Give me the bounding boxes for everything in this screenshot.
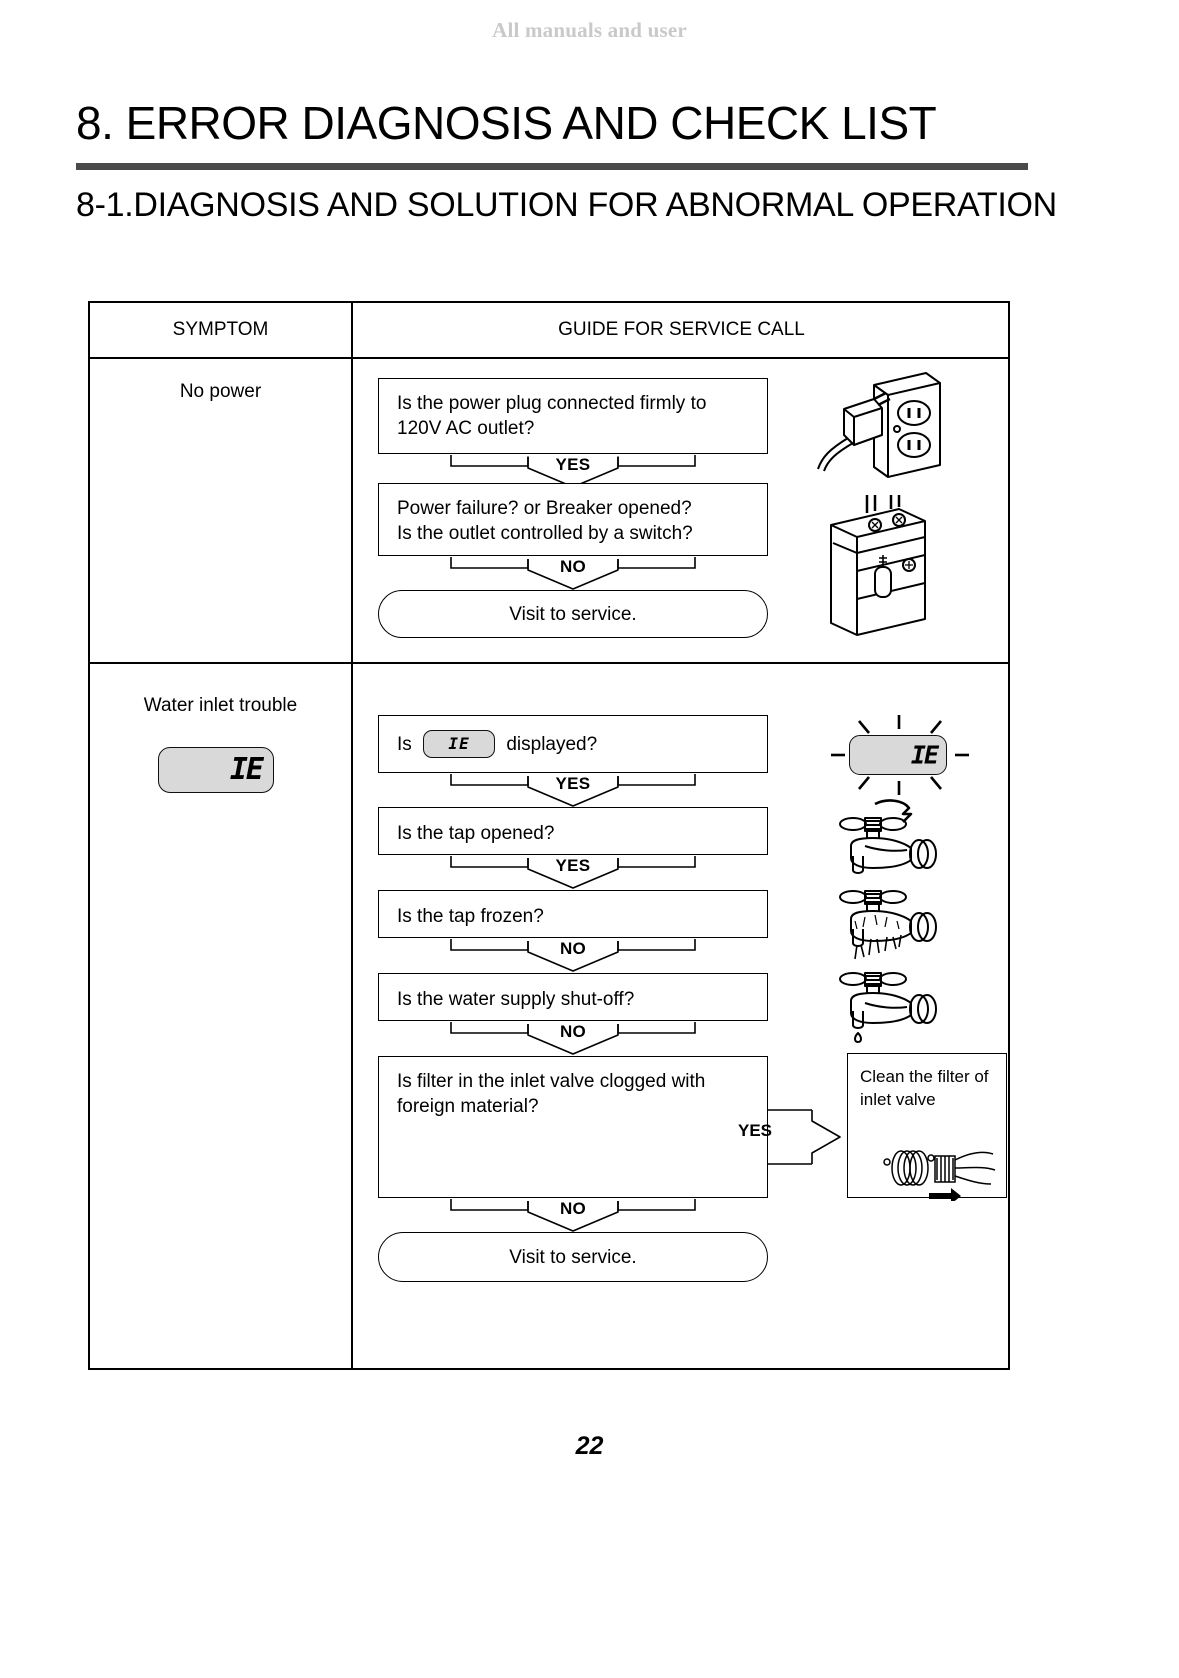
flow-water-inlet: Is IE displayed? YES Is the tap opened? bbox=[353, 303, 1010, 1368]
question-tap-frozen: Is the tap frozen? bbox=[378, 890, 768, 938]
blinking-error-display-icon: IE bbox=[821, 713, 981, 795]
question-water-supply: Is the water supply shut-off? bbox=[378, 973, 768, 1021]
connector-label-yes-2: YES bbox=[555, 774, 591, 793]
row-divider bbox=[90, 662, 1008, 664]
question-power-plug: Is the power plug connected firmly to 12… bbox=[378, 378, 768, 454]
connector-yes-branch bbox=[768, 1109, 842, 1165]
error-code-inline-value: IE bbox=[448, 734, 470, 753]
connector-label-no-2: NO bbox=[559, 939, 587, 958]
error-code-display-inline: IE bbox=[423, 730, 496, 758]
connector-yes-2: YES bbox=[450, 773, 696, 807]
blinking-error-code-value: IE bbox=[910, 740, 939, 770]
connector-no-4: NO bbox=[450, 1198, 696, 1232]
symptom-water-inlet: Water inlet trouble bbox=[143, 695, 298, 716]
tap-frozen-icon bbox=[831, 881, 951, 961]
connector-yes-1: YES bbox=[450, 454, 696, 488]
question-text-before: Is bbox=[397, 734, 412, 756]
section-heading: 8-1.DIAGNOSIS AND SOLUTION FOR ABNORMAL … bbox=[76, 186, 1057, 224]
watermark-text: All manuals and user bbox=[492, 18, 687, 42]
tap-open-icon bbox=[831, 798, 951, 878]
connector-no-2: NO bbox=[450, 938, 696, 972]
terminal-visit-service-1: Visit to service. bbox=[378, 590, 768, 638]
chapter-heading: 8. ERROR DIAGNOSIS AND CHECK LIST bbox=[76, 97, 937, 149]
column-header-symptom: SYMPTOM bbox=[172, 319, 269, 340]
question-error-displayed: Is IE displayed? bbox=[378, 715, 768, 773]
diagnosis-table: SYMPTOM GUIDE FOR SERVICE CALL No power … bbox=[88, 301, 1010, 1370]
column-header-guide: GUIDE FOR SERVICE CALL bbox=[558, 319, 805, 340]
question-tap-opened: Is the tap opened? bbox=[378, 807, 768, 855]
power-plug-outlet-icon bbox=[808, 365, 948, 485]
flow-no-power: Is the power plug connected firmly to 12… bbox=[353, 303, 1010, 1368]
column-divider bbox=[351, 303, 353, 1368]
hand-cleaning-filter-icon bbox=[869, 1146, 999, 1201]
error-code-display-large: IE bbox=[158, 747, 274, 793]
connector-no-1: NO bbox=[450, 556, 696, 590]
blinking-lcd-panel: IE bbox=[849, 735, 947, 775]
tap-water-off-icon bbox=[831, 965, 951, 1045]
connector-label-no-1: NO bbox=[559, 557, 587, 576]
connector-label-yes-3: YES bbox=[555, 856, 591, 875]
terminal-visit-service-2: Visit to service. bbox=[378, 1232, 768, 1282]
symptom-no-power: No power bbox=[179, 381, 262, 402]
question-power-failure: Power failure? or Breaker opened? Is the… bbox=[378, 483, 768, 556]
connector-label-yes-branch: YES bbox=[738, 1121, 773, 1140]
page-number: 22 bbox=[575, 1432, 604, 1460]
heading-divider bbox=[76, 163, 1028, 170]
connector-label-no-4: NO bbox=[559, 1199, 587, 1218]
connector-no-3: NO bbox=[450, 1021, 696, 1055]
header-divider bbox=[90, 357, 1008, 359]
connector-yes-3: YES bbox=[450, 855, 696, 889]
connector-label-no-3: NO bbox=[559, 1022, 587, 1041]
connector-label-yes-1: YES bbox=[555, 455, 591, 474]
error-code-value: IE bbox=[229, 752, 264, 787]
circuit-breaker-icon bbox=[813, 495, 943, 640]
terminal-label-2: Visit to service. bbox=[509, 1247, 637, 1268]
question-filter-clogged: Is filter in the inlet valve clogged wit… bbox=[378, 1056, 768, 1198]
question-text-after: displayed? bbox=[506, 734, 598, 756]
terminal-label-1: Visit to service. bbox=[509, 604, 637, 625]
action-clean-filter-label: Clean the filter of inlet valve bbox=[860, 1067, 989, 1109]
